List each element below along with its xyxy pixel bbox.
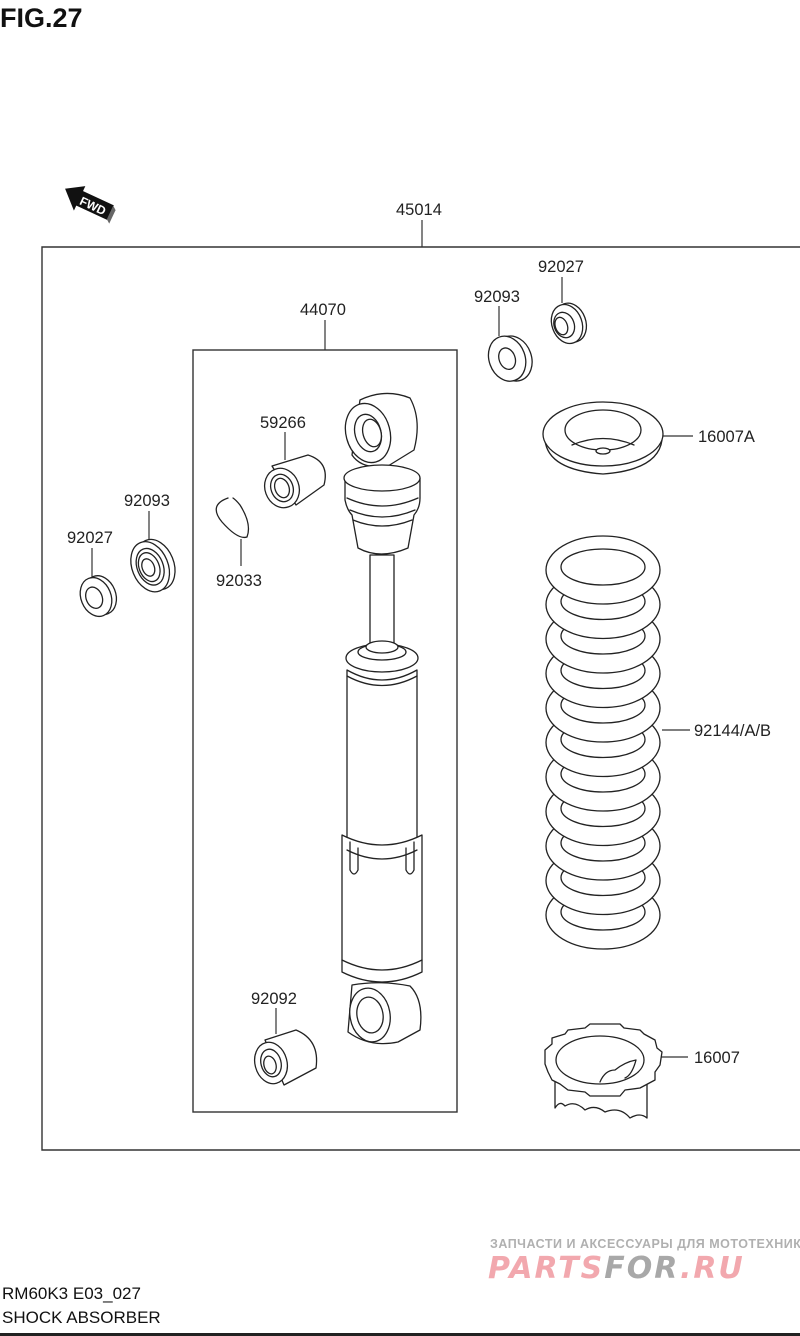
part-label-92027-top: 92027: [538, 258, 584, 276]
part-circlip[interactable]: 92033: [215, 497, 262, 590]
watermark-brand-part2: FOR: [604, 1251, 680, 1286]
part-washer-top[interactable]: 92093: [474, 288, 538, 388]
part-label-92093-left: 92093: [124, 492, 170, 510]
spring-coil-inner: [560, 548, 646, 586]
assembly-label-45014: 45014: [396, 201, 442, 219]
fwd-indicator: FWD: [65, 186, 116, 224]
part-label-92027-left: 92027: [67, 529, 113, 547]
part-collar-left[interactable]: 92027: [67, 529, 122, 621]
part-bushing-bottom[interactable]: 92092: [250, 990, 318, 1087]
shock-absorber-body[interactable]: [339, 392, 423, 1045]
fwd-label: FWD: [77, 194, 108, 218]
figure-name: SHOCK ABSORBER: [2, 1308, 161, 1327]
part-label-16007A: 16007A: [698, 428, 755, 446]
part-label-92093-top: 92093: [474, 288, 520, 306]
watermark-tagline: ЗАПЧАСТИ И АКСЕССУАРЫ ДЛЯ МОТОТЕХНИКИ: [490, 1237, 800, 1251]
assembly-45014: 45014: [41, 201, 800, 1151]
watermark-logo: PARTSFOR.RU: [488, 1254, 745, 1284]
watermark-brand-part3: .RU: [679, 1251, 745, 1286]
part-label-92033: 92033: [216, 572, 262, 590]
figure-model-code: RM60K3 E03_027: [2, 1284, 141, 1303]
assembly-44070: 44070: [192, 301, 458, 1113]
part-label-59266: 59266: [260, 414, 306, 432]
part-collar-top[interactable]: 92027: [538, 258, 592, 348]
part-label-92092: 92092: [251, 990, 297, 1008]
part-spring[interactable]: 92144/A/B: [545, 535, 771, 950]
bottom-divider: [0, 1333, 800, 1336]
part-label-16007: 16007: [694, 1049, 740, 1067]
part-spring-seat[interactable]: 16007A: [542, 401, 755, 475]
watermark-brand-part1: PARTS: [488, 1251, 605, 1286]
part-bearing-left[interactable]: 92093: [124, 492, 182, 598]
part-bushing-top[interactable]: 59266: [259, 414, 326, 513]
part-adjuster-nut[interactable]: 16007: [544, 1023, 740, 1119]
assembly-label-44070: 44070: [300, 301, 346, 319]
part-label-92144: 92144/A/B: [694, 722, 771, 740]
figure-title: FIG.27: [0, 3, 83, 33]
